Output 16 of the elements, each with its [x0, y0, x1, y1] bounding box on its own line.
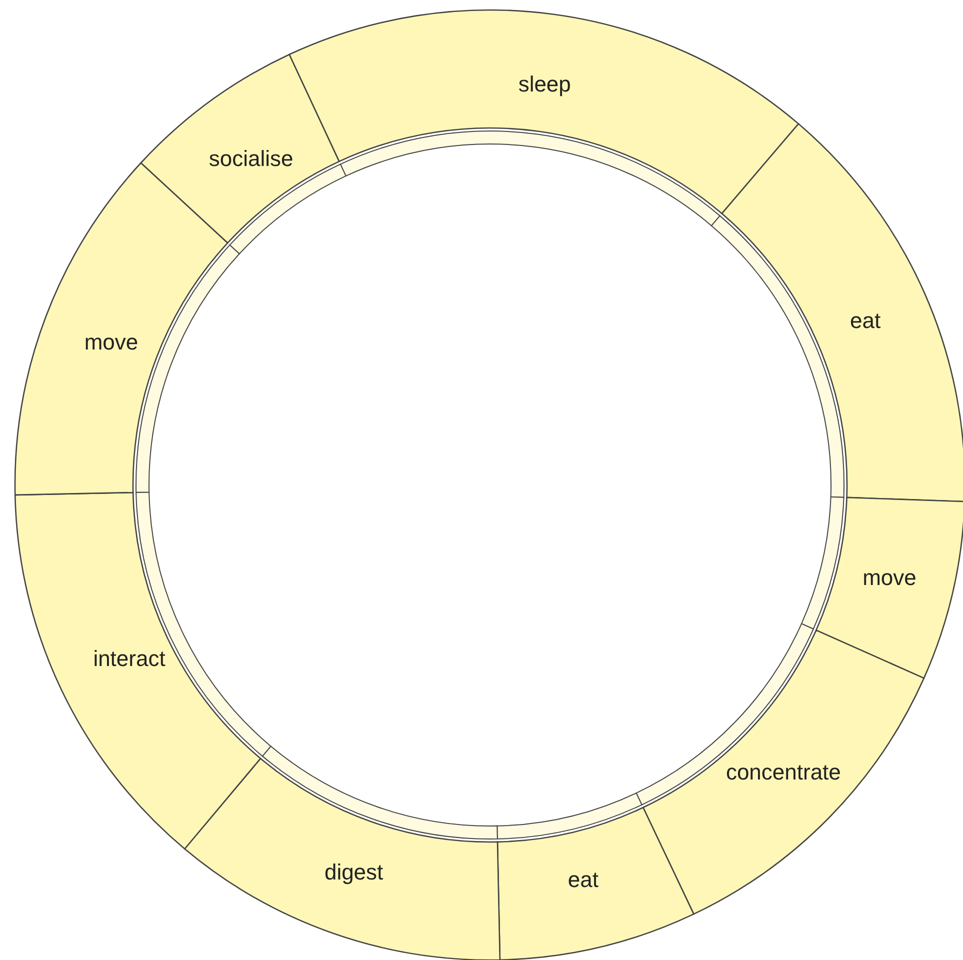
segment-label: concentrate [726, 759, 841, 784]
ring-segment [801, 496, 963, 679]
segment-label: eat [850, 308, 881, 333]
ring-segment [14, 492, 272, 850]
ring-segment [710, 123, 963, 502]
segment-label: interact [93, 646, 166, 671]
ring-segment [636, 623, 925, 915]
ring-segment [496, 792, 694, 960]
segment-label: move [84, 330, 138, 354]
ring-segment [184, 746, 501, 960]
segment-label: eat [568, 867, 598, 892]
segment-label: digest [324, 860, 384, 885]
segment-label: sleep [518, 72, 571, 97]
segment-label: move [862, 565, 916, 590]
ring-segment [140, 54, 346, 254]
segment-label: socialise [208, 146, 294, 171]
